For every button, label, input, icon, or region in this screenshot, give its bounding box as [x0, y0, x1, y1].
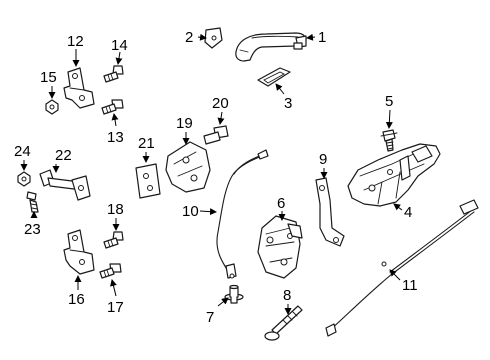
callout-14: 14	[111, 37, 128, 54]
bracket-part-19	[165, 141, 211, 193]
bracket-part-9	[315, 177, 345, 247]
callout-21: 21	[138, 135, 155, 152]
door-check	[39, 169, 91, 201]
callout-13: 13	[107, 129, 124, 146]
callout-2: 2	[185, 29, 193, 46]
bolt-part-23	[26, 191, 39, 213]
upper-hinge	[63, 67, 95, 109]
outside-handle	[235, 32, 307, 62]
callout-11: 11	[402, 277, 418, 294]
leader-4	[393, 203, 403, 211]
callout-19: 19	[176, 115, 193, 132]
callout-1: 1	[318, 29, 326, 46]
callout-6: 6	[277, 195, 285, 212]
leader-5	[385, 109, 393, 129]
leader-1	[306, 33, 316, 41]
release-cable	[325, 199, 479, 337]
callout-24: 24	[14, 143, 31, 160]
bolt-part-17	[99, 263, 122, 279]
callout-5: 5	[385, 93, 393, 110]
leader-17	[110, 279, 117, 297]
callout-20: 20	[212, 95, 229, 112]
screw-part-5	[380, 129, 398, 152]
lower-hinge	[63, 229, 95, 275]
leader-lines	[20, 33, 403, 315]
callout-9: 9	[319, 151, 327, 168]
latch-housing	[347, 143, 441, 207]
callout-22: 22	[55, 147, 72, 164]
leader-3	[275, 83, 285, 95]
leader-20	[217, 111, 225, 125]
bolt-part-14	[103, 65, 124, 83]
nut-part-15	[45, 99, 59, 115]
callout-12: 12	[67, 33, 84, 50]
leader-13	[111, 113, 119, 127]
callout-4: 4	[404, 204, 412, 221]
bolt-part-18	[103, 231, 124, 249]
nut-part-24	[17, 171, 31, 187]
leader-7	[217, 297, 229, 307]
callout-23: 23	[24, 221, 41, 238]
striker-bolt	[264, 305, 303, 341]
callout-labels: 1 2 3 4 5 6 7 8 9 10 11 12 13 14 15 16 1…	[14, 29, 418, 326]
callout-10: 10	[182, 203, 199, 220]
control-cable	[216, 149, 269, 279]
callout-18: 18	[107, 201, 124, 218]
handle-cap	[204, 27, 223, 49]
callout-7: 7	[206, 309, 214, 326]
leader-10	[199, 208, 217, 216]
plate-part-21	[135, 163, 161, 199]
callout-15: 15	[40, 69, 57, 86]
bushing	[224, 284, 244, 304]
handle-gasket	[257, 67, 291, 87]
callout-16: 16	[68, 291, 85, 308]
leader-2	[197, 33, 207, 41]
leader-14	[115, 51, 123, 65]
callout-17: 17	[107, 299, 124, 316]
bolt-part-13	[101, 99, 124, 115]
callout-3: 3	[284, 95, 292, 112]
leader-11	[389, 269, 401, 281]
door-latch	[257, 215, 303, 279]
pin-part-20	[203, 125, 229, 145]
callout-8: 8	[283, 287, 291, 304]
